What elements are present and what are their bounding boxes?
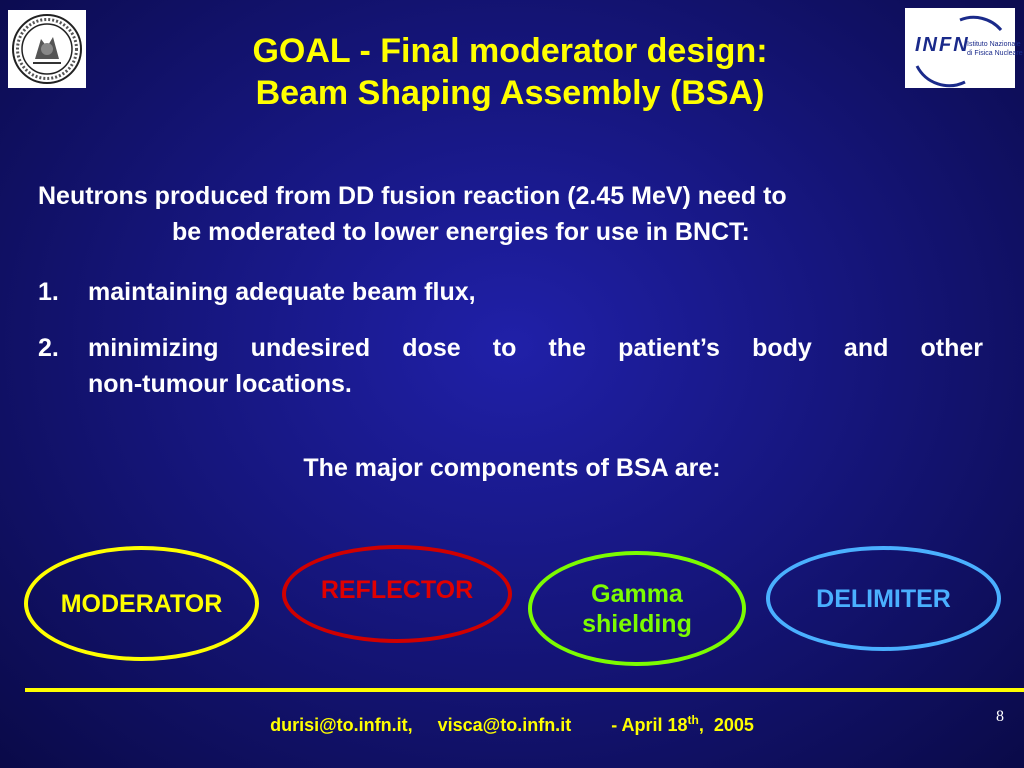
components-heading: The major components of BSA are:	[303, 454, 721, 482]
list-item-1: 1. maintaining adequate beam flux,	[38, 274, 983, 310]
moderator-oval: MODERATOR	[24, 546, 259, 661]
moderator-label: MODERATOR	[60, 589, 223, 618]
footer-divider	[25, 688, 1024, 692]
footer-emails: durisi@to.infn.it, visca@to.infn.it - Ap…	[270, 715, 688, 735]
reflector-label: REFLECTOR	[320, 576, 474, 604]
footer-text: durisi@to.infn.it, visca@to.infn.it - Ap…	[0, 708, 1024, 737]
footer-date-suffix: th	[687, 713, 699, 727]
infn-logo-name: INFN	[915, 34, 970, 56]
slide-title: GOAL - Final moderator design: Beam Shap…	[120, 30, 900, 114]
delimiter-label: DELIMITER	[816, 584, 951, 613]
intro-line1: Neutrons produced from DD fusion reactio…	[38, 182, 787, 210]
university-seal-logo	[8, 10, 86, 88]
infn-logo: INFN Istituto Nazionale di Fisica Nuclea…	[905, 8, 1023, 88]
gamma-shielding-label-line1: Gamma	[591, 579, 683, 608]
intro-line2: be moderated to lower energies for use i…	[172, 218, 750, 246]
infn-logo-subtitle-1: Istituto Nazionale	[967, 41, 1021, 48]
list-item-number: 1.	[38, 278, 59, 306]
gamma-shielding-label-line2: shielding	[582, 609, 692, 638]
infn-logo-subtitle-2: di Fisica Nucleare	[967, 50, 1023, 57]
list-item-2: 2. minimizing undesired dose to the pati…	[38, 330, 983, 402]
footer-year: , 2005	[698, 715, 754, 735]
gamma-shielding-oval: Gamma shielding	[528, 551, 746, 666]
reflector-oval: REFLECTOR	[282, 545, 512, 643]
slide-title-line1: GOAL - Final moderator design:	[252, 32, 768, 70]
list-item-text: minimizing undesired dose to the patient…	[88, 330, 983, 402]
gamma-shielding-label: Gamma shielding	[582, 579, 692, 639]
university-seal-icon	[12, 14, 82, 84]
delimiter-oval: DELIMITER	[766, 546, 1001, 651]
intro-paragraph: Neutrons produced from DD fusion reactio…	[38, 178, 988, 250]
slide-title-line2: Beam Shaping Assembly (BSA)	[255, 74, 765, 112]
list-item-text-line1: minimizing undesired dose to the patient…	[88, 334, 983, 362]
list-item-text-line2: non-tumour locations.	[88, 370, 352, 398]
page-number: 8	[996, 708, 1004, 725]
infn-logo-icon	[915, 15, 1003, 88]
list-item-text: maintaining adequate beam flux,	[88, 278, 476, 306]
list-item-number: 2.	[38, 334, 59, 362]
